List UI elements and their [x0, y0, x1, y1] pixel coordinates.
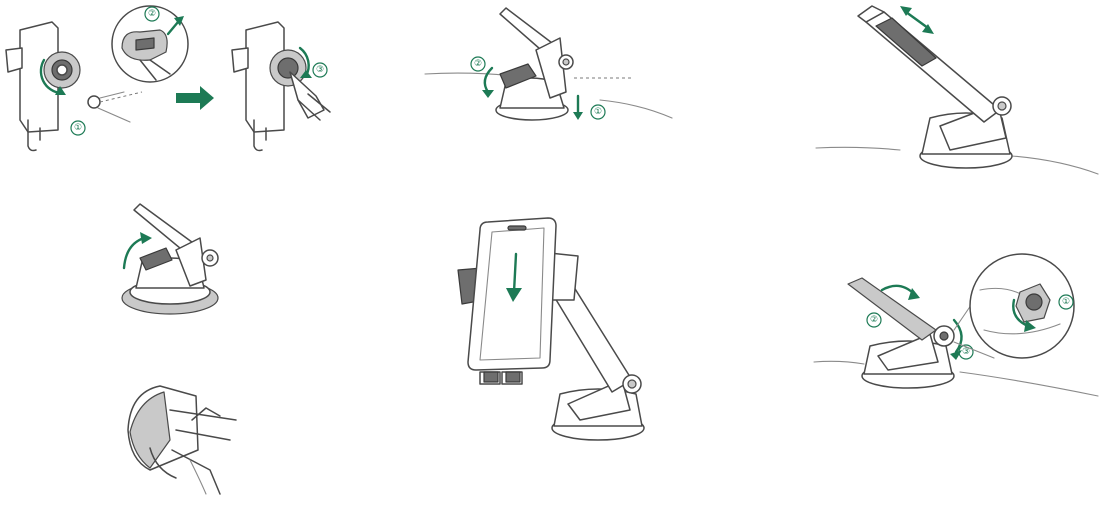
callout-step-2: ② — [870, 315, 878, 325]
callout-step-1: ① — [1062, 297, 1070, 307]
lever-up-arrow-icon — [140, 232, 152, 244]
panel-peel-film — [128, 386, 236, 494]
panel-adjust-angle: ② ③ ① — [814, 254, 1098, 396]
callout-step-2: ② — [474, 59, 482, 69]
callout-step-1: ① — [594, 107, 602, 117]
zoom-detail-circle — [970, 254, 1074, 358]
panel-place-phone — [458, 218, 644, 440]
knob-icon — [88, 96, 100, 108]
next-step-arrow-icon — [176, 86, 214, 110]
phone-clamp-illustration — [6, 22, 80, 151]
callout-step-3: ③ — [316, 65, 324, 75]
panel-lock-lever — [122, 204, 218, 314]
panel-attach-holder: ① ② ③ — [6, 6, 330, 151]
callout-step-2: ② — [148, 9, 156, 19]
press-down-arrow-icon — [573, 112, 583, 120]
panel-extend-arm — [816, 6, 1098, 174]
phone-clamp-illustration — [232, 22, 330, 151]
callout-step-1: ① — [74, 123, 82, 133]
panel-lock-suction: ② ① — [425, 8, 672, 120]
